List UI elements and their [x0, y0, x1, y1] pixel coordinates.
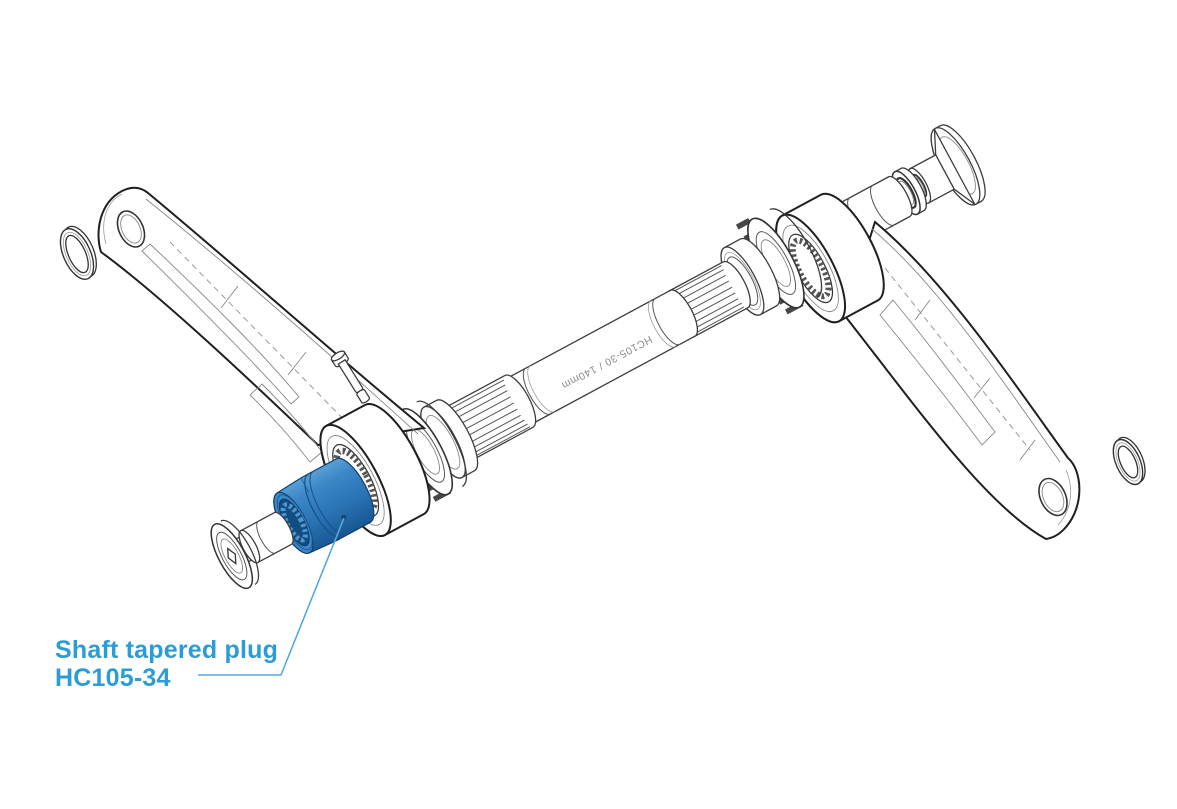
right-lockring	[735, 208, 823, 315]
right-crank-arm	[775, 192, 1081, 541]
callout-part-name: Shaft tapered plug	[55, 636, 279, 664]
callout-leader-line	[198, 517, 345, 676]
part-callout-label[interactable]: Shaft tapered plug HC105-34	[55, 636, 278, 692]
fixing-pin	[330, 350, 371, 404]
left-crank-arm	[97, 186, 431, 538]
callout-part-code: HC105-34	[55, 664, 171, 692]
right-pedal-washer	[1112, 436, 1146, 486]
crank-bolt	[210, 511, 294, 590]
callout-leader	[198, 517, 345, 676]
leader-anchor-dot	[341, 514, 347, 520]
left-pedal-washer	[59, 225, 97, 280]
